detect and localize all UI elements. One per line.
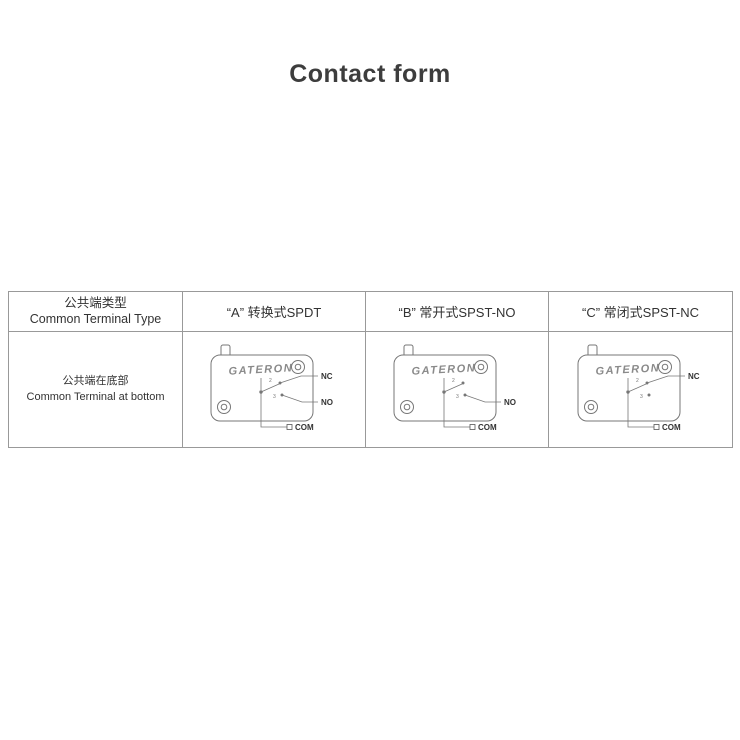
mounting-hole-top-right (657, 359, 672, 374)
switch-cell-type-b: GATERON 2 3 (365, 331, 549, 448)
com-terminal: COM (260, 391, 314, 432)
switch-body (577, 354, 680, 421)
com-terminal: COM (443, 391, 497, 432)
mounting-hole-top-right (291, 359, 305, 374)
switch-body (393, 354, 497, 421)
terminal-3-label: 3 (456, 394, 459, 400)
page-title: Contact form (289, 60, 451, 88)
contact-form-table: 公共端类型 Common Terminal Type “A” 转换式SPDT “… (8, 291, 733, 448)
nc-label: NC (321, 372, 333, 381)
com-label: COM (662, 423, 681, 432)
no-terminal: NO (281, 394, 333, 407)
nc-terminal: NC (646, 372, 700, 383)
terminal-2-label: 2 (636, 378, 639, 384)
row-label-en: Common Terminal at bottom (26, 390, 165, 403)
terminal-3-label: 3 (640, 394, 643, 400)
mounting-hole-bottom-left (400, 399, 414, 414)
com-terminal: COM (627, 391, 681, 432)
table-header-row: 公共端类型 Common Terminal Type “A” 转换式SPDT “… (8, 291, 733, 332)
row-label-zh: 公共端在底部 (62, 374, 129, 387)
header-type-c: “C” 常闭式SPST-NC (548, 291, 733, 332)
nc-terminal: NC (279, 372, 333, 383)
no-label: NO (321, 398, 333, 407)
mounting-hole-bottom-left (583, 399, 598, 414)
terminal-2-label: 2 (269, 378, 272, 384)
com-label: COM (295, 423, 314, 432)
header-common-terminal-type: 公共端类型 Common Terminal Type (8, 291, 183, 332)
switch-body (210, 354, 314, 421)
row-label-cell: 公共端在底部 Common Terminal at bottom (8, 331, 183, 448)
no-label: NO (504, 398, 516, 407)
header-type-b: “B” 常开式SPST-NO (365, 291, 549, 332)
mounting-hole-top-right (474, 359, 488, 374)
mounting-hole-bottom-left (217, 399, 231, 414)
header-type-en: Common Terminal Type (29, 311, 162, 326)
com-label: COM (478, 423, 497, 432)
contact-schematic (442, 377, 467, 397)
terminal-2-label: 2 (452, 378, 455, 384)
brand-text: GATERON (411, 362, 476, 377)
microswitch-diagram-b: GATERON 2 3 (393, 344, 516, 432)
microswitch-diagram-c: GATERON 2 3 NC (577, 344, 700, 432)
nc-label: NC (688, 372, 700, 381)
table-body-row: 公共端在底部 Common Terminal at bottom GATERON (8, 331, 733, 448)
brand-text: GATERON (228, 362, 293, 377)
brand-text: GATERON (595, 362, 660, 377)
switch-cell-type-a: GATERON 2 3 NC (182, 331, 366, 448)
terminal-3-label: 3 (273, 394, 276, 400)
header-type-a: “A” 转换式SPDT (182, 291, 366, 332)
switch-cell-type-c: GATERON 2 3 NC (548, 331, 733, 448)
microswitch-diagram-a: GATERON 2 3 NC (210, 344, 333, 432)
header-type-zh: 公共端类型 (64, 295, 127, 310)
no-terminal: NO (464, 394, 516, 407)
